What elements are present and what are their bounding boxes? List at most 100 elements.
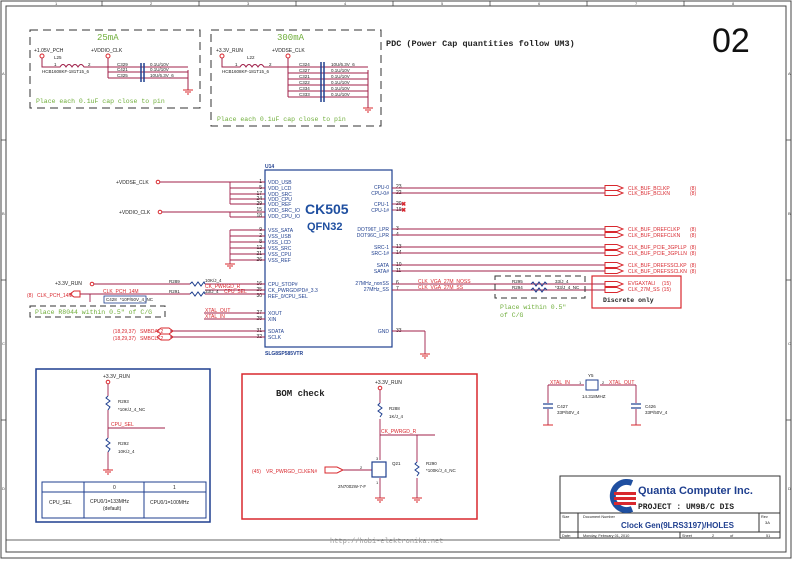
rail-label: +3.3V_RUN	[55, 281, 82, 287]
bom-check-title: BOM check	[276, 389, 325, 399]
placement-note: Place each 0.1uF cap close to pin	[36, 98, 165, 105]
rail-label: +3.3V_RUN	[103, 374, 130, 380]
no-connect-icon: ×	[402, 202, 406, 208]
power-port-icon	[105, 53, 111, 59]
output-port-ref: (8)	[690, 233, 696, 239]
bom-check-block: BOM check +3.3V_RUN R288 1K/J_4 CK_PWRGD…	[241, 373, 478, 520]
placement-note: Place R8044 within 0.5" of C/G	[35, 309, 152, 316]
revision: 3A	[765, 520, 770, 525]
cap-ref: C324	[299, 62, 310, 67]
output-port-label: CLK_BUF_DREFCLKP	[628, 227, 681, 233]
company-name: Quanta Computer Inc.	[638, 485, 753, 497]
ic-pin-number: 2	[259, 233, 262, 239]
resistor-ref: R288	[389, 406, 400, 411]
pin-num: 2	[360, 465, 363, 470]
quanta-logo-icon	[609, 479, 636, 513]
cap-value: 0.1U/10V	[331, 86, 350, 91]
output-wires	[392, 187, 605, 354]
ic-pin-number: 23	[396, 184, 402, 190]
vdd-rails: +VDDSE_CLK +VDDIO_CLK	[116, 179, 265, 269]
output-port-ref: (8)	[690, 251, 696, 257]
net-label: CLK_PCH_14M	[103, 289, 139, 295]
row-label: A	[788, 71, 791, 76]
ic-pin-name: SRC-1#	[371, 251, 389, 257]
discrete-only-label: Discrete only	[603, 297, 654, 304]
net-label: CPU_SEL	[111, 422, 134, 428]
ic-pin-name: CPU-1#	[371, 208, 389, 214]
ic-body[interactable]	[264, 169, 393, 348]
block-25ma-title: 25mA	[97, 33, 119, 43]
power-port-icon	[377, 385, 383, 391]
discrete-box	[591, 275, 682, 309]
ic-pin-name: SDATA	[268, 329, 285, 335]
pin-num: 2	[602, 380, 605, 385]
output-port-icon	[604, 268, 625, 274]
net-label: CK_PWRGD_R	[381, 429, 417, 435]
resistor-value: 1K/J_4	[389, 414, 404, 419]
rail-label: +VDDSE_CLK	[272, 48, 305, 54]
table-cell-note: (default)	[103, 506, 122, 512]
mosfet-q21-icon	[371, 461, 387, 478]
power-port-icon	[219, 53, 225, 59]
net-label: CK_PWRGD_R	[205, 284, 241, 290]
title-block: Quanta Computer Inc. PROJECT : UM9B/C DI…	[559, 475, 781, 539]
output-port-ref: (8)	[690, 245, 696, 251]
inductor-ref: L22	[247, 55, 255, 60]
ic-pin-number: 6	[396, 280, 399, 286]
crystal-y5: Y5 14.318MHZ XTAL_IN XTAL_OUT 1 2 C427 3…	[543, 373, 668, 426]
ic-pin-number: 5	[259, 185, 262, 191]
cap-ref: C327	[299, 68, 310, 73]
ground-icon	[103, 469, 113, 475]
resistor-value: *100K/J_4_NC	[426, 468, 457, 473]
rail-label: +1.05V_PCH	[34, 48, 64, 54]
pdc-note: PDC (Power Cap quantities follow UM3)	[386, 39, 575, 49]
col-label: 4	[344, 1, 347, 6]
ic-pin-number: 12	[256, 245, 262, 251]
rail-label: +VDDIO_CLK	[91, 48, 123, 54]
transistor-part: 2N7002W-7-F	[338, 484, 366, 489]
cap-ref: C428	[106, 297, 117, 302]
port-ref: (15)	[662, 281, 671, 287]
output-port-icon	[604, 190, 625, 196]
pin-num: 1	[235, 62, 238, 67]
port-label: SMBCLK2	[140, 336, 164, 342]
cap-ref: C325	[117, 73, 128, 78]
output-port-label: CLK_BUF_BCLKN	[628, 191, 670, 197]
ic-pin-name: XIN	[268, 317, 277, 323]
cap-value: 0.1U/10V	[331, 92, 350, 97]
cap-ref: C322	[299, 80, 310, 85]
ground-icon	[375, 497, 385, 503]
ic-pin-number: 15	[256, 207, 262, 213]
ic-pin-name: VSS_CPU	[268, 252, 292, 258]
inductor-ref: L25	[54, 55, 62, 60]
cap-value: 33P/50V_4	[557, 410, 580, 415]
ic-pin-number: 7	[396, 286, 399, 292]
resistor-ref: R294	[512, 285, 523, 290]
document-title: Clock Gen(9LRS3197)/HOLES	[621, 521, 735, 530]
port-ref: (8)	[27, 293, 33, 299]
cap-ref: C333	[299, 92, 310, 97]
ic-pin-name: VSS_SATA	[268, 228, 294, 234]
ground-icon	[225, 263, 235, 269]
ic-pin-name: VSS_REF	[268, 258, 291, 264]
ground-icon	[420, 353, 430, 359]
ic-pin-number: 8	[259, 239, 262, 245]
pin-num: 2	[269, 62, 272, 67]
port-label: CLK_27M_SS	[628, 287, 660, 293]
inductor-value: HCB1608KF-181T15_6	[42, 69, 90, 74]
output-port-ref: (8)	[690, 269, 696, 275]
col-label: 1	[55, 1, 58, 6]
port-label: CLK_PCH_14M	[37, 293, 73, 299]
ic-part: SLG8SP585VTR	[265, 351, 303, 357]
pin-num: 2	[88, 62, 91, 67]
ic-pin-name: VSS_LCD	[268, 240, 291, 246]
net-label: CLK_VGA_27M_SS	[418, 285, 464, 291]
ic-pin-name: SATA	[377, 263, 390, 269]
power-port-icon	[105, 379, 111, 385]
ic-pin-name: GND	[378, 329, 390, 335]
ic-pin-name: CK_PWRGD/PD#_3.3	[268, 288, 318, 294]
crystal-freq: 14.318MHZ	[582, 394, 606, 399]
output-port-ref: (8)	[690, 191, 696, 197]
